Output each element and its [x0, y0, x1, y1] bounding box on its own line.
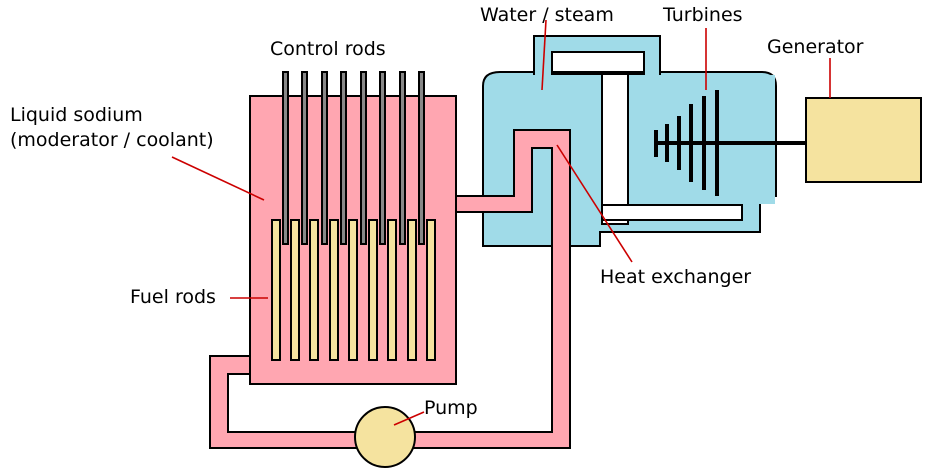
fuel-rod — [368, 219, 378, 361]
control-rod — [379, 71, 386, 245]
label-turbines: Turbines — [662, 4, 743, 26]
label-heat-exchanger: Heat exchanger — [600, 266, 751, 288]
control-rods — [282, 71, 425, 245]
fuel-rod — [329, 219, 339, 361]
generator-box — [805, 97, 922, 183]
label-pump: Pump — [424, 397, 478, 419]
label-generator: Generator — [767, 36, 864, 58]
vessel-divider — [601, 73, 629, 225]
fuel-rod — [348, 219, 358, 361]
leader-liquid-sodium — [171, 156, 265, 201]
fuel-rod — [407, 219, 417, 361]
label-fuel-rods: Fuel rods — [130, 286, 216, 308]
control-rod — [418, 71, 425, 245]
control-rod — [282, 71, 289, 245]
control-rod — [301, 71, 308, 245]
fuel-rod — [309, 219, 319, 361]
fuel-rod — [290, 219, 300, 361]
control-rod — [321, 71, 328, 245]
leader-pump — [393, 411, 425, 426]
control-rod — [340, 71, 347, 245]
label-control-rods: Control rods — [270, 38, 386, 60]
control-rod — [360, 71, 367, 245]
steam-pipe-inner — [551, 51, 645, 73]
fuel-rods — [271, 219, 436, 361]
pump-circle — [354, 406, 416, 468]
fuel-rod — [387, 219, 397, 361]
fuel-rod — [271, 219, 281, 361]
label-liquid-sodium-2: (moderator / coolant) — [10, 129, 214, 151]
control-rod — [399, 71, 406, 245]
turbines — [654, 90, 806, 196]
vessel-return-gap — [601, 204, 743, 221]
label-liquid-sodium-1: Liquid sodium — [10, 104, 143, 126]
leader-water-steam — [541, 19, 547, 91]
label-water-steam: Water / steam — [480, 4, 614, 26]
fuel-rod — [426, 219, 436, 361]
leader-heat-exchanger — [556, 144, 633, 263]
